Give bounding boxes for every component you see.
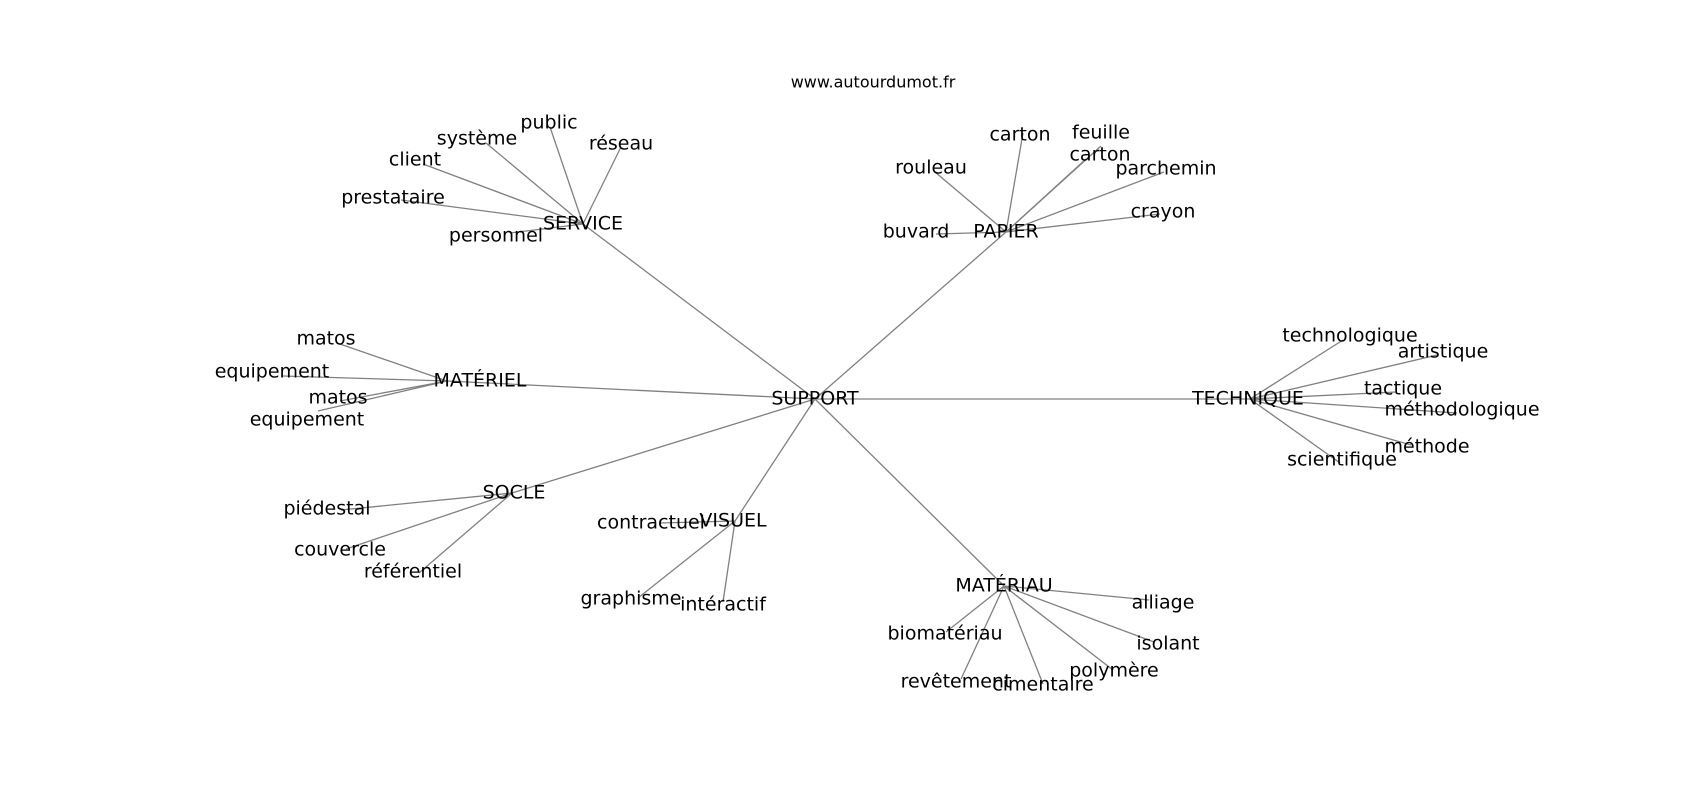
node-parchemin: parchemin: [1115, 158, 1216, 180]
edge-materiau-polymere: [1003, 585, 1114, 671]
node-matos: matos: [308, 387, 367, 409]
edge-support-service: [582, 223, 816, 400]
node-technologique: technologique: [1282, 325, 1417, 347]
node-crayon: crayon: [1131, 201, 1196, 223]
edge-service-public: [549, 126, 584, 225]
edge-socle-piedestal: [340, 492, 513, 511]
edge-papier-parchemin: [1005, 171, 1165, 233]
node-feuille: feuille: [1072, 122, 1130, 144]
node-buvard: buvard: [883, 221, 950, 243]
node-methode: méthode: [1384, 436, 1469, 458]
edge-service-reseau: [582, 146, 622, 225]
edge-papier-buvard: [935, 231, 1007, 235]
node-piedestal: piédestal: [283, 498, 370, 520]
node-carton: carton: [989, 124, 1050, 146]
edge-technique-methodologique: [1249, 398, 1458, 414]
node-artistique: artistique: [1398, 341, 1489, 363]
edge-materiel-equipement: [282, 375, 448, 382]
edge-visuel-graphisme: [637, 520, 736, 599]
edge-papier-crayon: [1005, 213, 1161, 233]
node-polymere: polymère: [1069, 660, 1159, 682]
node-carton: carton: [1069, 144, 1130, 166]
node-socle: SOCLE: [483, 482, 546, 504]
edge-materiau-revetement: [960, 585, 1005, 680]
edge-materiau-isolant: [1003, 585, 1155, 643]
node-support: SUPPORT: [771, 388, 859, 410]
node-equipement: equipement: [215, 361, 330, 383]
node-public: public: [520, 112, 577, 134]
node-technique: TECHNIQUE: [1191, 388, 1304, 410]
edge-materiau-biomateriau: [945, 585, 1005, 633]
edge-support-papier: [814, 231, 1007, 400]
edge-socle-referentiel: [418, 492, 513, 574]
edge-support-materiau: [814, 398, 1005, 587]
edge-technique-scientifique: [1249, 398, 1341, 464]
edge-materiau-cimentaire: [1003, 585, 1044, 685]
node-client: client: [389, 149, 441, 171]
node-interactif: intéractif: [680, 594, 767, 616]
edge-service-systeme: [485, 142, 584, 225]
node-reseau: réseau: [589, 133, 653, 155]
edge-papier-rouleau: [934, 171, 1007, 233]
edge-technique-tactique: [1249, 391, 1397, 400]
node-isolant: isolant: [1136, 633, 1199, 655]
node-materiel: MATÉRIEL: [434, 369, 527, 392]
node-rouleau: rouleau: [895, 157, 967, 179]
node-revetement: revêtement: [901, 671, 1012, 693]
edge-socle-couvercle: [345, 492, 513, 550]
node-service: SERVICE: [543, 213, 623, 235]
edge-materiel-matos: [336, 342, 448, 382]
node-referentiel: référentiel: [364, 561, 462, 583]
edge-papier-carton: [1005, 158, 1087, 233]
node-personnel: personnel: [449, 225, 543, 247]
edge-visuel-contractuel: [659, 520, 736, 524]
node-prestataire: prestataire: [341, 187, 445, 209]
node-papier: PAPIER: [973, 221, 1039, 243]
edge-papier-carton: [1005, 132, 1024, 233]
node-equipement: equipement: [250, 409, 365, 431]
node-alliage: alliage: [1132, 592, 1195, 614]
edge-technique-technologique: [1249, 339, 1344, 400]
node-couvercle: couvercle: [294, 539, 386, 561]
node-matos: matos: [296, 328, 355, 350]
node-tactique: tactique: [1364, 378, 1442, 400]
edges-layer: [282, 126, 1458, 685]
node-systeme: système: [437, 128, 517, 150]
edge-technique-methode: [1249, 398, 1412, 446]
edge-support-materiel: [446, 380, 816, 400]
node-methodologique: méthodologique: [1384, 399, 1539, 421]
edge-technique-artistique: [1249, 354, 1438, 400]
node-materiau: MATÉRIAU: [955, 574, 1052, 597]
node-graphisme: graphisme: [581, 588, 682, 610]
edge-materiel-equipement: [317, 380, 448, 412]
edge-materiau-alliage: [1003, 585, 1150, 601]
node-visuel: VISUEL: [699, 510, 767, 532]
edge-support-socle: [511, 398, 816, 494]
node-scientifique: scientifique: [1287, 449, 1397, 471]
edge-support-visuel: [734, 398, 816, 522]
edge-service-personnel: [509, 223, 584, 234]
node-biomateriau: biomatériau: [887, 623, 1002, 645]
node-cimentaire: cimentaire: [992, 674, 1093, 696]
edge-service-prestataire: [400, 199, 584, 225]
edge-materiel-matos: [339, 380, 448, 402]
edge-visuel-interactif: [722, 520, 736, 603]
node-contractuel: contractuel: [597, 512, 705, 534]
edge-service-client: [422, 163, 584, 225]
source-label: www.autourdumot.fr: [791, 73, 956, 92]
